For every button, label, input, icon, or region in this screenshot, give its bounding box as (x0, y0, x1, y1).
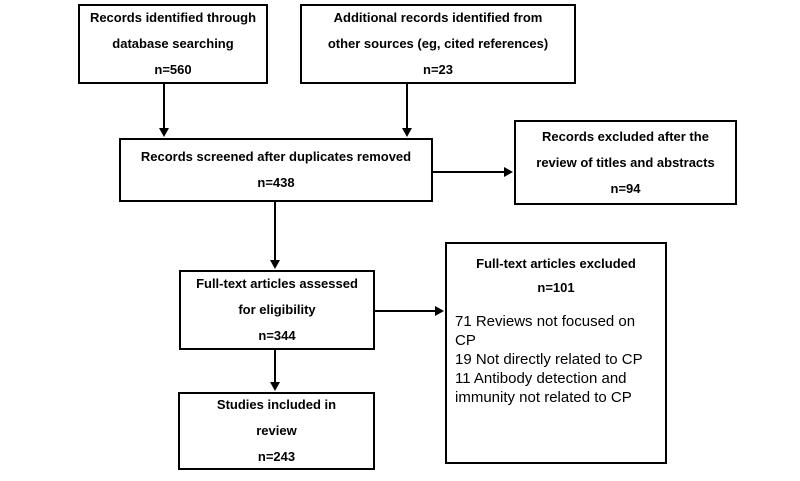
arrow-line (274, 350, 276, 383)
box-text-line: Records screened after duplicates remove… (140, 149, 412, 164)
box-text-line: database searching (112, 36, 234, 51)
arrow-line (433, 171, 505, 173)
box-records-identified: Records identified through database sear… (78, 4, 268, 84)
record-count: n=23 (423, 62, 453, 77)
record-count: n=243 (257, 449, 296, 464)
box-text-line: Studies included in (216, 397, 337, 412)
box-text-line: Records excluded after the (542, 128, 709, 144)
arrow-head-icon (504, 167, 513, 177)
box-fulltext-excluded: Full-text articles excluded n=101 71 Rev… (445, 242, 667, 464)
box-text-line: other sources (eg, cited references) (327, 36, 549, 51)
box-text-line: Full-text articles assessed (196, 276, 358, 291)
record-count: n=94 (610, 180, 641, 196)
record-count: n=438 (257, 175, 295, 190)
arrow-head-icon (402, 128, 412, 137)
record-count: n=344 (258, 328, 296, 343)
arrow-head-icon (435, 306, 444, 316)
box-text-line: review of titles and abstracts (536, 154, 715, 170)
arrow-head-icon (270, 382, 280, 391)
arrow-line (274, 202, 276, 261)
box-records-screened: Records screened after duplicates remove… (119, 138, 433, 202)
arrow-head-icon (159, 128, 169, 137)
box-text-line: for eligibility (238, 302, 316, 317)
exclusion-reason: 19 Not directly related to CP (455, 351, 643, 368)
box-fulltext-assessed: Full-text articles assessed for eligibil… (179, 270, 375, 350)
box-text-line: Full-text articles excluded (476, 256, 636, 271)
record-count: n=560 (154, 62, 192, 77)
box-records-excluded-titles-abstracts: Records excluded after the review of tit… (514, 120, 737, 205)
arrow-line (375, 310, 436, 312)
exclusion-heading: Full-text articles excluded n=101 (447, 252, 665, 300)
box-text-line: Additional records identified from (333, 10, 543, 25)
exclusion-reason: 11 Antibody detection and immunity not r… (455, 370, 632, 406)
arrow-line (163, 84, 165, 129)
exclusion-reason: 71 Reviews not focused on CP (455, 313, 636, 349)
box-additional-records: Additional records identified from other… (300, 4, 576, 84)
box-studies-included: Studies included in review n=243 (178, 392, 375, 470)
box-text-line: Records identified through (89, 10, 257, 25)
arrow-head-icon (270, 260, 280, 269)
exclusion-reason-list: 71 Reviews not focused on CP 19 Not dire… (447, 312, 665, 407)
arrow-line (406, 84, 408, 129)
record-count: n=101 (537, 280, 575, 295)
box-text-line: review (256, 423, 297, 438)
